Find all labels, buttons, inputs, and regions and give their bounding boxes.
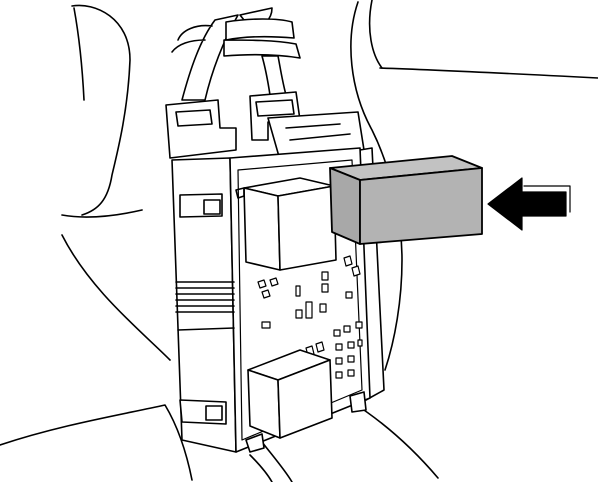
wiring-harness — [171, 7, 301, 101]
relay-upper — [235, 177, 337, 271]
relay-lower — [247, 349, 333, 439]
direction-arrow — [487, 177, 571, 231]
highlighted-relay — [329, 155, 483, 245]
